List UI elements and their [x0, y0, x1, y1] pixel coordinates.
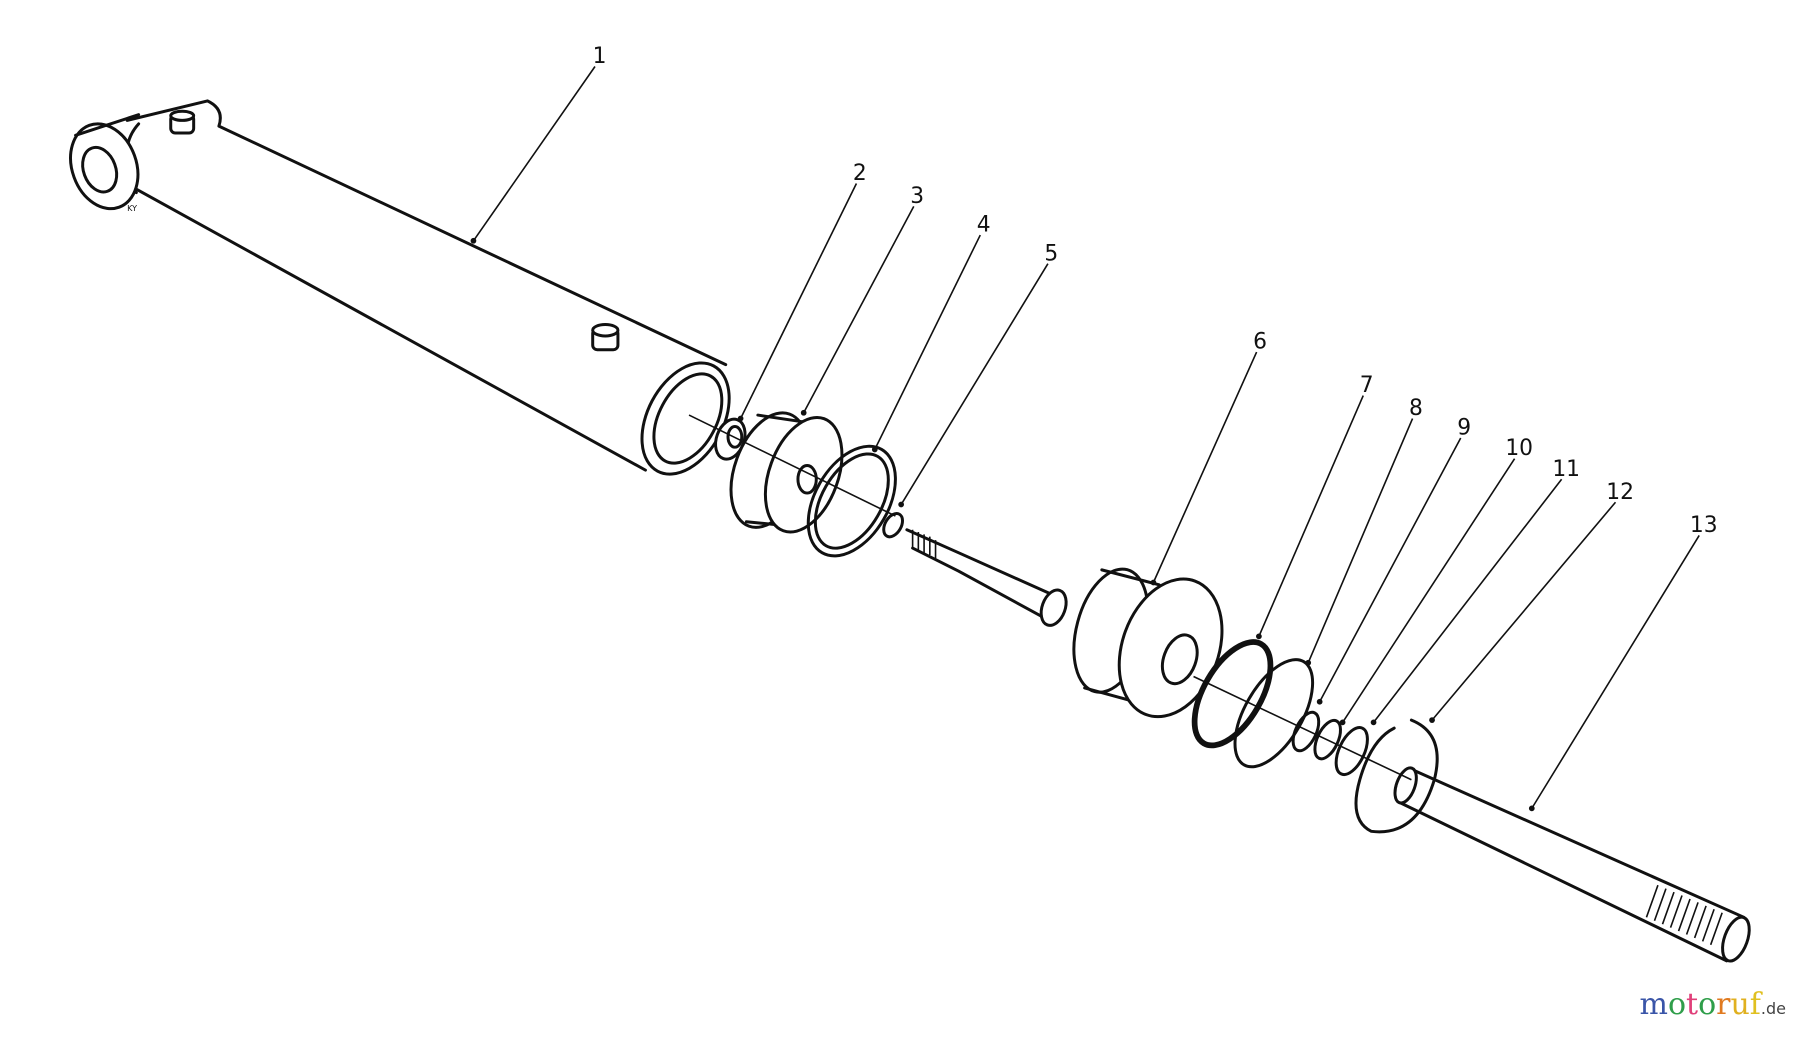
- callout-13: 13: [1690, 513, 1718, 538]
- callout-3: 3: [910, 184, 924, 209]
- barrel-marking: KY: [127, 204, 137, 213]
- callout-4: 4: [977, 213, 991, 238]
- callout-9: 9: [1457, 416, 1471, 441]
- part-1-cylinder-barrel: KY: [69, 99, 731, 476]
- callout-10: 10: [1505, 436, 1533, 461]
- callout-12: 12: [1606, 480, 1634, 505]
- callout-7: 7: [1360, 373, 1374, 398]
- part-7-ring: [1191, 639, 1274, 749]
- callout-11: 11: [1552, 457, 1580, 482]
- callout-8: 8: [1409, 396, 1423, 421]
- part-13-piston-rod: [1393, 766, 1751, 963]
- rod-threaded-end: [905, 528, 1068, 627]
- callout-6: 6: [1253, 330, 1267, 355]
- watermark-letter: t: [1686, 987, 1699, 1022]
- part-9-seal: [1291, 710, 1321, 753]
- watermark-logo: motoruf.de: [1639, 987, 1786, 1022]
- watermark-letter: f: [1749, 987, 1761, 1022]
- watermark-letter: m: [1639, 987, 1668, 1022]
- callout-2: 2: [853, 161, 867, 186]
- part-5-o-ring: [882, 512, 904, 539]
- part-6-gland: [1072, 567, 1224, 719]
- callout-5: 5: [1044, 241, 1058, 266]
- callout-1: 1: [593, 44, 607, 69]
- watermark-letter: o: [1667, 987, 1686, 1022]
- watermark-letter: u: [1730, 987, 1750, 1022]
- part-4-ring: [806, 444, 897, 558]
- watermark-text: motoruf: [1639, 987, 1760, 1022]
- part-3-piston: [729, 411, 844, 534]
- watermark-letter: r: [1716, 987, 1731, 1022]
- part-8-ring: [1233, 658, 1315, 769]
- callout-leaders: [470, 66, 1700, 812]
- watermark-letter: o: [1698, 987, 1717, 1022]
- watermark-suffix: .de: [1760, 999, 1786, 1018]
